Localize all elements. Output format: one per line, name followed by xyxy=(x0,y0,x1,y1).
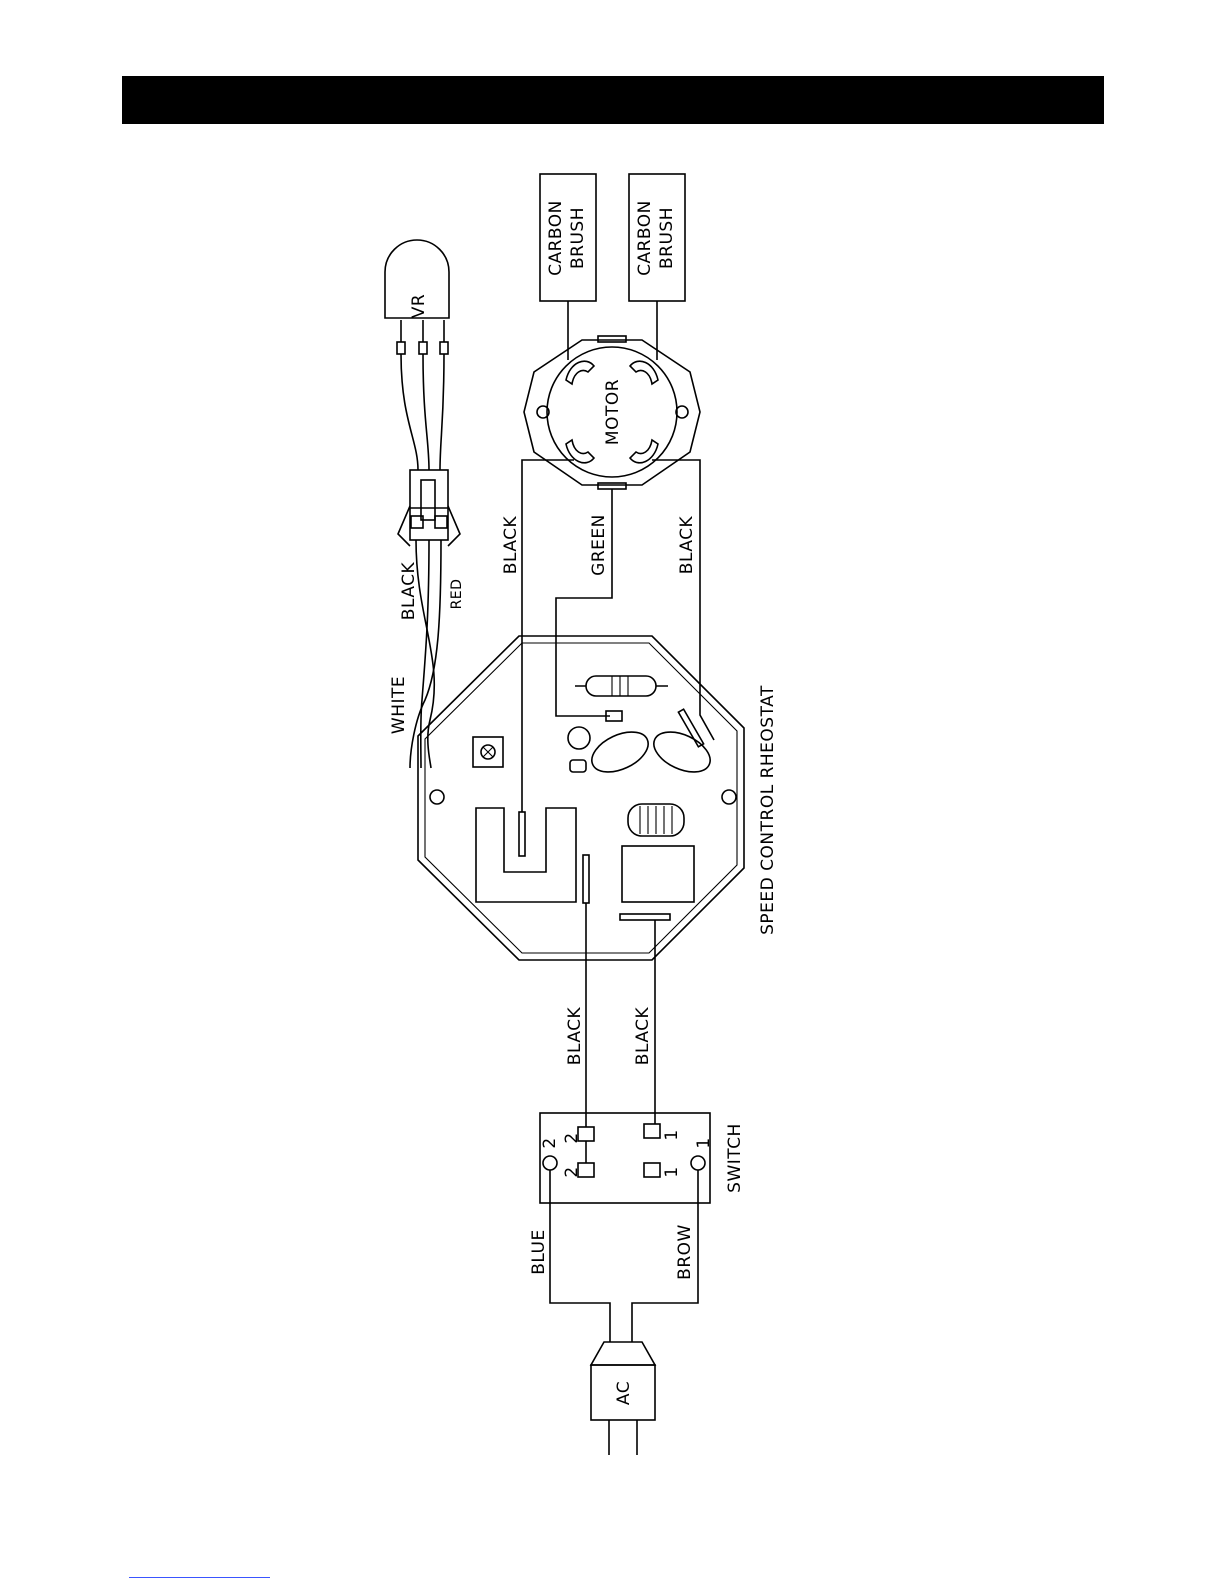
speed-control-rheostat xyxy=(418,636,744,960)
switch-terminal-top-left: 2 xyxy=(562,1132,582,1143)
carbon-brush-1-line1: CARBON xyxy=(546,200,566,276)
motor-component: MOTOR xyxy=(524,336,700,489)
switch-component: 2 1 2 1 2 1 xyxy=(540,1113,714,1203)
wire-label-black-motor-right: BLACK xyxy=(677,515,697,574)
switch-terminal-outer-left: 2 xyxy=(540,1137,560,1148)
vr-component: VR xyxy=(385,240,449,354)
wire-connector xyxy=(398,470,460,546)
carbon-brush-2-line1: CARBON xyxy=(635,200,655,276)
bottom-link-rule xyxy=(129,1577,270,1578)
wire-label-red: RED xyxy=(449,579,465,610)
switch-terminal-top-right: 1 xyxy=(662,1129,682,1140)
ac-plug: AC xyxy=(591,1342,655,1455)
carbon-brush-1: CARBON BRUSH xyxy=(540,174,596,301)
vr-wires xyxy=(401,354,444,470)
vr-label: VR xyxy=(409,294,429,318)
ac-label: AC xyxy=(614,1381,634,1405)
wire-label-black-switch-right: BLACK xyxy=(633,1006,653,1065)
wire-label-black-switch-left: BLACK xyxy=(565,1006,585,1065)
wire-label-green: GREEN xyxy=(589,514,609,576)
switch-terminal-outer-right: 1 xyxy=(694,1137,714,1148)
wire-label-white: WHITE xyxy=(389,676,409,734)
motor-label: MOTOR xyxy=(603,379,623,445)
rheostat-label: SPEED CONTROL RHEOSTAT xyxy=(758,685,778,935)
wire-label-brow: BROW xyxy=(675,1224,695,1280)
switch-terminal-bottom-left: 2 xyxy=(562,1166,582,1177)
carbon-brush-2-line2: BRUSH xyxy=(657,207,677,269)
carbon-brush-2: CARBON BRUSH xyxy=(629,174,685,301)
carbon-brush-1-line2: BRUSH xyxy=(568,207,588,269)
wire-label-blue: BLUE xyxy=(529,1229,549,1274)
switch-terminal-bottom-right: 1 xyxy=(662,1166,682,1177)
wire-label-black-motor-left: BLACK xyxy=(501,515,521,574)
switch-label: SWITCH xyxy=(725,1123,745,1193)
wire-label-black-vr: BLACK xyxy=(399,561,419,620)
